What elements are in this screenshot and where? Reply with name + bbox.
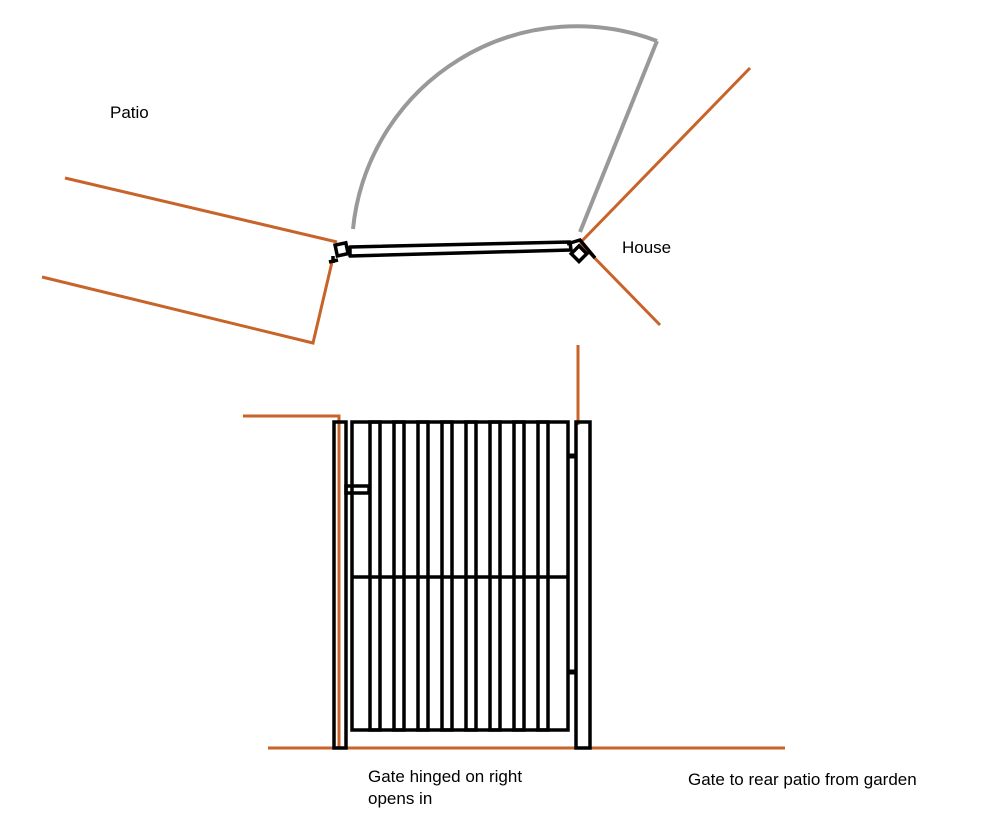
right-post [574,420,592,750]
latch [344,484,371,495]
elevation-walls [243,345,785,750]
patio-label: Patio [110,103,149,122]
gate-bar-7 [512,420,526,732]
patio-wall-lower [41,261,334,345]
house-label: House [622,238,672,257]
gate-elevation [332,420,592,750]
diagram-caption: Gate to rear patio from garden [688,770,917,789]
left-post [332,420,348,750]
gate-note-line2: opens in [368,789,433,808]
gate-plan-view [328,237,597,264]
patio-wall-upper [64,176,338,244]
gate-bar-1 [368,420,382,732]
gate-bar-3 [416,420,430,732]
house-wall-upper [578,66,752,245]
gate-note-line1: Gate hinged on right [368,767,523,786]
gate-bar-6 [488,420,502,732]
gate-bar-5 [464,420,478,732]
gate-bars [368,420,550,732]
gate-bar-2 [392,420,406,732]
gate-bar-4 [440,420,454,732]
gate-bar-8 [536,420,550,732]
gate-swing-arc [351,24,659,233]
